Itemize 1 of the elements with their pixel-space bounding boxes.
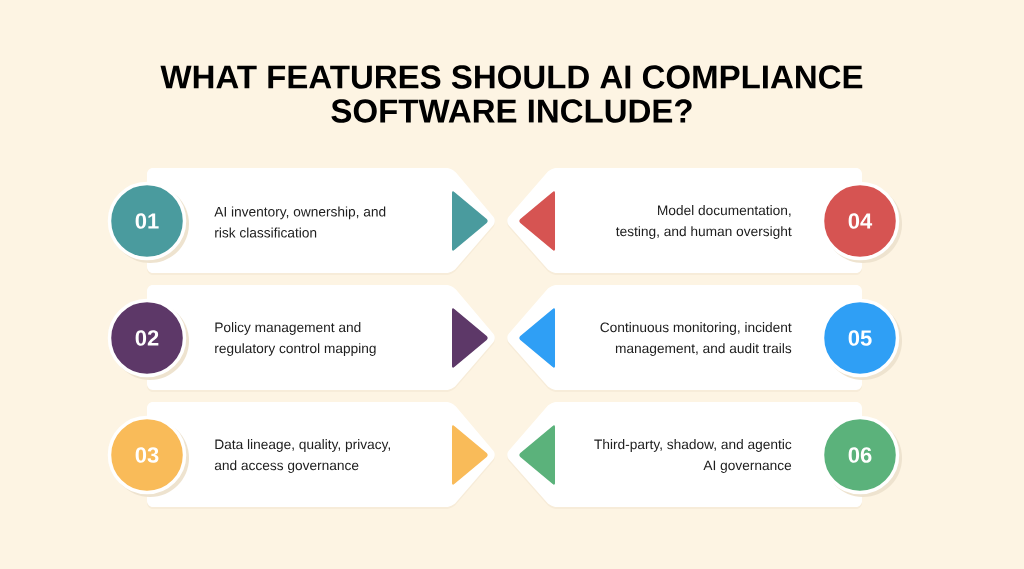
title: WHAT FEATURES SHOULD AI COMPLIANCE SOFTWARE INCLUDE? <box>160 65 863 123</box>
